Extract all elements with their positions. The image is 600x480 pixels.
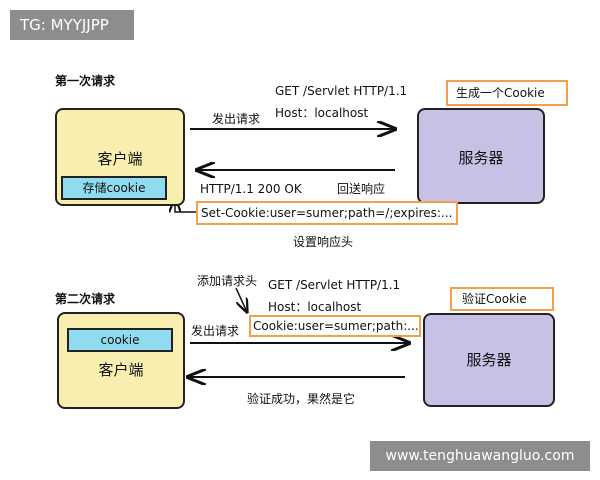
s2-request-line2: Host：localhost bbox=[268, 300, 362, 314]
s2-server-title: 服务器 bbox=[466, 351, 512, 369]
s1-request-line1: GET /Servlet HTTP/1.1 bbox=[275, 84, 408, 98]
s2-add-header-label: 添加请求头 bbox=[197, 274, 258, 288]
watermark-bottom: www.tenghuawangluo.com bbox=[370, 441, 590, 471]
s2-response-label: 验证成功，果然是它 bbox=[247, 392, 356, 406]
watermark-top: TG: MYYJJPP bbox=[10, 10, 134, 40]
s2-client-cookie: cookie bbox=[67, 328, 173, 352]
section2-title: 第二次请求 bbox=[55, 292, 116, 306]
s2-client-title: 客户端 bbox=[98, 361, 144, 379]
s1-set-header-label: 设置响应头 bbox=[293, 235, 354, 249]
s1-server-note: 生成一个Cookie bbox=[446, 80, 568, 106]
s1-server-box: 服务器 bbox=[417, 108, 545, 204]
s1-client-title: 客户端 bbox=[97, 150, 143, 168]
s1-response-status: HTTP/1.1 200 OK bbox=[200, 182, 302, 196]
s1-client-box: 客户端 存储cookie bbox=[55, 108, 185, 206]
s2-server-box: 服务器 bbox=[423, 313, 555, 407]
s2-request-label: 发出请求 bbox=[191, 324, 240, 338]
s2-server-note: 验证Cookie bbox=[450, 287, 554, 311]
section1-title: 第一次请求 bbox=[55, 74, 116, 88]
s1-set-cookie-header: Set-Cookie:user=sumer;path=/;expires:... bbox=[196, 201, 458, 225]
s2-request-line1: GET /Servlet HTTP/1.1 bbox=[268, 278, 401, 292]
s1-client-cookie: 存储cookie bbox=[61, 176, 167, 200]
s2-client-box: cookie 客户端 bbox=[57, 312, 185, 409]
s2-add-header-pointer bbox=[235, 287, 247, 312]
s1-response-label: 回送响应 bbox=[337, 182, 386, 196]
s1-request-label: 发出请求 bbox=[212, 112, 261, 126]
s1-request-line2: Host：localhost bbox=[275, 106, 369, 120]
s2-cookie-header: Cookie:user=sumer;path:... bbox=[249, 315, 421, 337]
s1-server-title: 服务器 bbox=[458, 149, 504, 167]
